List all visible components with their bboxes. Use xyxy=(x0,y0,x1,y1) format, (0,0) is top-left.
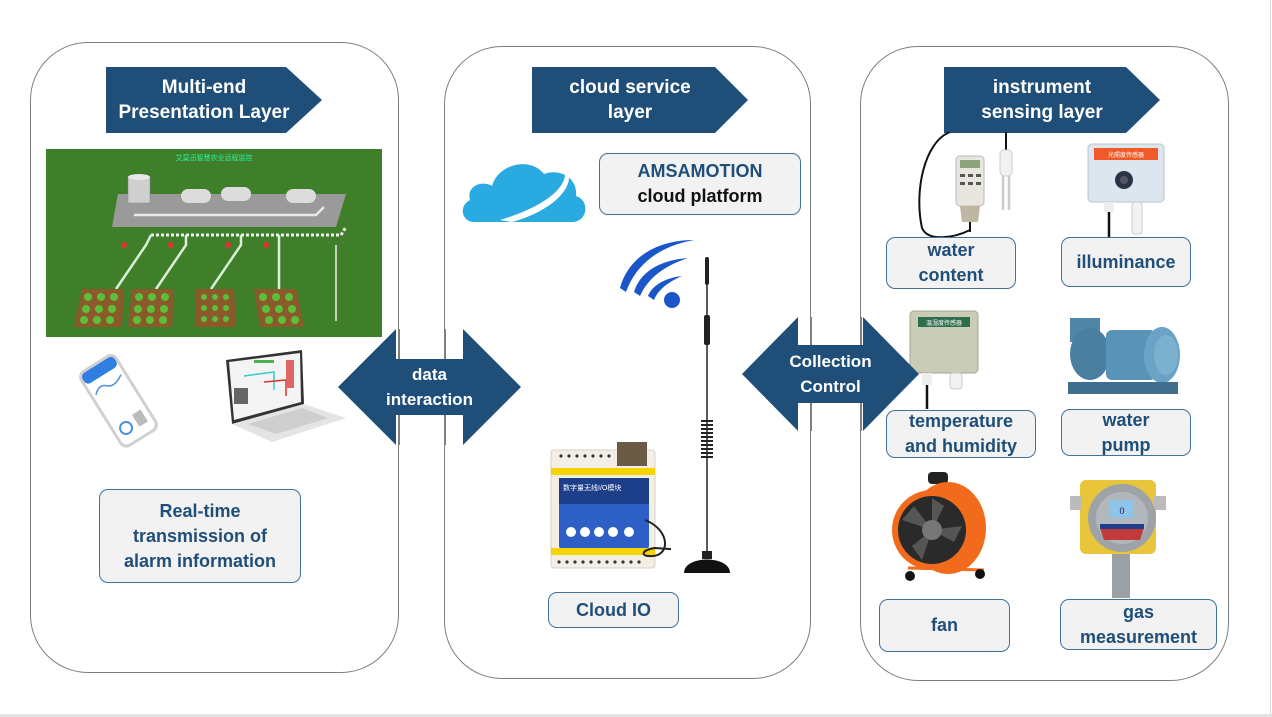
scada-title: 艾莫迅智慧农业远程监控 xyxy=(176,153,253,162)
label-line: content xyxy=(918,265,984,285)
gas-detector-image: 0 xyxy=(1066,468,1170,598)
temperature-humidity-label: temperature and humidity xyxy=(886,410,1036,458)
fan-image xyxy=(888,470,992,584)
double-arrow-shape xyxy=(742,317,919,431)
header-line: sensing layer xyxy=(981,102,1103,123)
scada-field-monitor-image: 艾莫迅智慧农业远程监控 xyxy=(46,149,382,337)
label-line: temperature xyxy=(908,411,1014,431)
alarm-transmission-label: Real-time transmission of alarm informat… xyxy=(99,489,301,583)
header-line: Multi-end xyxy=(161,77,247,98)
label-line: water xyxy=(1102,409,1150,430)
soil-moisture-meter-image xyxy=(914,131,1024,242)
label-text: illuminance xyxy=(1076,251,1176,272)
panel-border-segment xyxy=(444,329,446,359)
cloud-platform-label: AMSAMOTION cloud platform xyxy=(599,153,801,215)
label-line: alarm information xyxy=(123,550,277,571)
panel-border-segment xyxy=(810,403,812,431)
label-text: fan xyxy=(931,615,958,635)
panel-border-segment xyxy=(860,403,862,431)
fan-label: fan xyxy=(879,599,1010,652)
panel-border-segment xyxy=(860,317,862,345)
illuminance-label: illuminance xyxy=(1061,237,1191,287)
svg-text:温湿度传感器: 温湿度传感器 xyxy=(926,319,962,327)
label-line: pump xyxy=(1101,434,1151,455)
module-title: 数字量无线I/O模块 xyxy=(563,483,621,492)
arrow-line: Collection xyxy=(789,352,872,371)
panel-border-segment xyxy=(398,329,400,359)
platform-name: cloud platform xyxy=(637,186,763,206)
temperature-humidity-sensor-image: 温湿度传感器 xyxy=(906,309,982,409)
platform-brand: AMSAMOTION xyxy=(637,161,763,181)
laptop-scada-image xyxy=(224,346,348,442)
panel-border-segment xyxy=(444,415,446,445)
cloud-service-layer-header: cloud service layer xyxy=(532,67,748,133)
cloud-io-label: Cloud IO xyxy=(548,592,679,628)
arrow-line: Control xyxy=(800,377,861,396)
label-line: Real-time xyxy=(159,500,241,521)
header-line: cloud service xyxy=(569,77,691,98)
label-line: and humidity xyxy=(905,436,1017,456)
header-arrow-shape xyxy=(106,67,322,133)
cloud-icon xyxy=(460,152,590,226)
arrow-line: interaction xyxy=(386,390,473,409)
header-line: layer xyxy=(607,102,653,123)
water-content-label: water content xyxy=(886,237,1016,289)
arrow-line: data xyxy=(412,365,447,384)
header-line: instrument xyxy=(992,77,1092,98)
gas-measurement-label: gas measurement xyxy=(1060,599,1217,650)
smartphone-app-image xyxy=(62,350,174,450)
collection-control-arrow: Collection Control xyxy=(742,317,919,431)
water-pump-label: water pump xyxy=(1061,409,1191,456)
header-arrow-shape xyxy=(944,67,1160,133)
header-line: Presentation Layer xyxy=(118,102,290,123)
instrument-sensing-layer-header: instrument sensing layer xyxy=(944,67,1160,133)
bottom-strip xyxy=(0,714,1272,717)
panel-border-segment xyxy=(810,317,812,345)
label-line: measurement xyxy=(1079,626,1198,647)
svg-text:0: 0 xyxy=(1119,506,1124,516)
label-text: Cloud IO xyxy=(576,599,651,620)
water-pump-image xyxy=(1066,310,1184,398)
presentation-layer-header: Multi-end Presentation Layer xyxy=(106,67,322,133)
double-arrow-shape xyxy=(338,329,521,445)
right-edge xyxy=(1270,0,1271,714)
label-line: water xyxy=(927,240,975,260)
label-line: gas xyxy=(1122,601,1155,622)
wireless-signal-icon xyxy=(614,236,700,312)
svg-text:光照度传感器: 光照度传感器 xyxy=(1108,151,1144,159)
label-line: transmission of xyxy=(132,525,268,546)
header-arrow-shape xyxy=(532,67,748,133)
illuminance-sensor-image: 光照度传感器 xyxy=(1086,142,1166,240)
data-interaction-arrow: data interaction xyxy=(338,329,521,445)
antenna-image xyxy=(680,255,734,575)
cloud-io-module-image: 数字量无线I/O模块 xyxy=(545,440,686,572)
panel-border-segment xyxy=(398,415,400,445)
